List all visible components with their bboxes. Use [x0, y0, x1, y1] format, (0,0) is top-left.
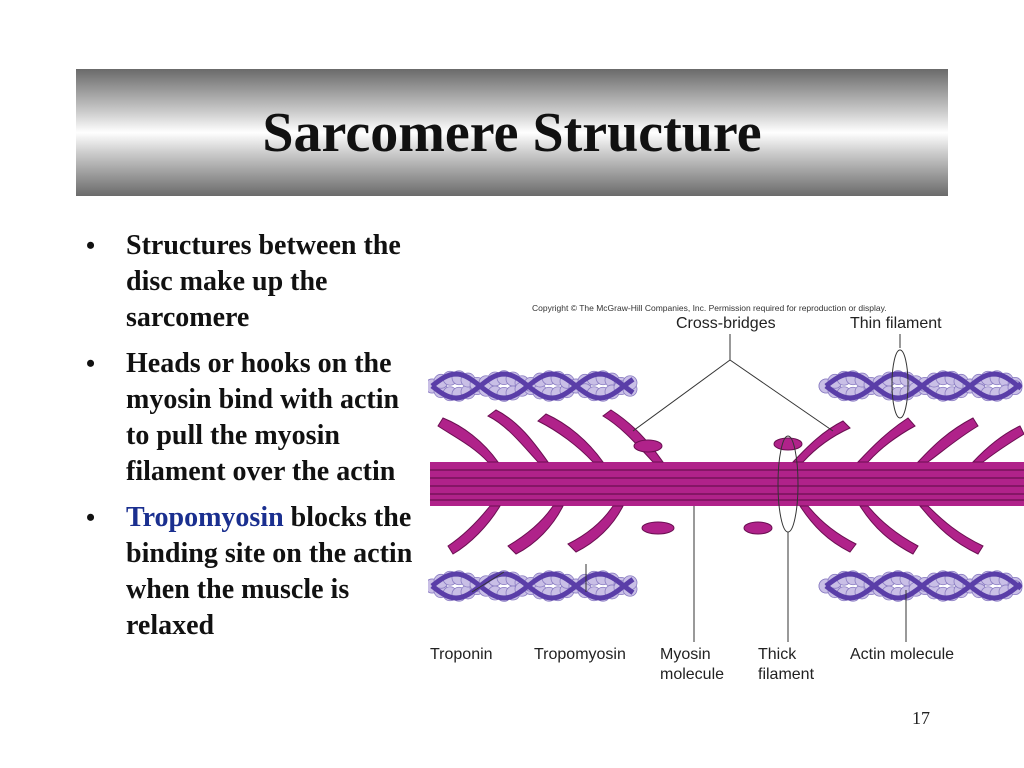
bullet-item: • Tropomyosin blocks the binding site on…: [86, 500, 426, 644]
actin-strand: [430, 571, 635, 601]
bullet-item: • Structures between the disc make up th…: [86, 228, 426, 336]
actin-strand: [430, 371, 635, 401]
myosin-heads: [437, 409, 1024, 555]
label-thin-filament: Thin filament: [850, 315, 942, 332]
actin-strand: [430, 371, 635, 401]
slide-title: Sarcomere Structure: [262, 101, 762, 164]
bullet-text: Heads or hooks on the myosin bind with a…: [126, 348, 400, 487]
bullet-list: • Structures between the disc make up th…: [86, 228, 426, 654]
label-thick-line1: Thick: [758, 646, 797, 663]
bullet-dot-icon: •: [86, 503, 96, 532]
label-thick-line2: filament: [758, 666, 815, 683]
actin-strand: [824, 371, 1023, 401]
label-tropomyosin: Tropomyosin: [534, 646, 626, 663]
thin-filament-top-left: [428, 370, 638, 402]
thin-filament-bottom-right: [818, 570, 1023, 602]
actin-strand: [824, 571, 1023, 601]
label-cross-bridges: Cross-bridges: [676, 315, 776, 332]
bullet-text: Structures between the disc make up the …: [126, 230, 401, 333]
actin-strand: [430, 571, 635, 601]
label-myosin-line2: molecule: [660, 666, 724, 683]
bullet-dot-icon: •: [86, 231, 96, 260]
bullet-dot-icon: •: [86, 349, 96, 378]
bullet-text: blocks the binding site on the actin whe…: [126, 502, 413, 641]
page-number: 17: [912, 708, 930, 728]
copyright-notice: Copyright © The McGraw-Hill Companies, I…: [532, 303, 887, 313]
thin-filament-bottom-left: [428, 570, 638, 602]
thick-filament: [430, 462, 1024, 506]
label-actin-molecule: Actin molecule: [850, 646, 954, 663]
bullet-highlight: Tropomyosin: [126, 502, 284, 533]
sarcomere-illustration: Copyright © The McGraw-Hill Companies, I…: [428, 303, 1024, 683]
title-bar: Sarcomere Structure: [76, 69, 948, 196]
label-myosin-line1: Myosin: [660, 646, 711, 663]
leader-lines: [471, 334, 909, 642]
bullet-item: • Heads or hooks on the myosin bind with…: [86, 346, 426, 490]
thick-filament-body: [430, 462, 1024, 506]
thin-filament-top-right: [818, 370, 1023, 402]
label-troponin: Troponin: [430, 646, 493, 663]
